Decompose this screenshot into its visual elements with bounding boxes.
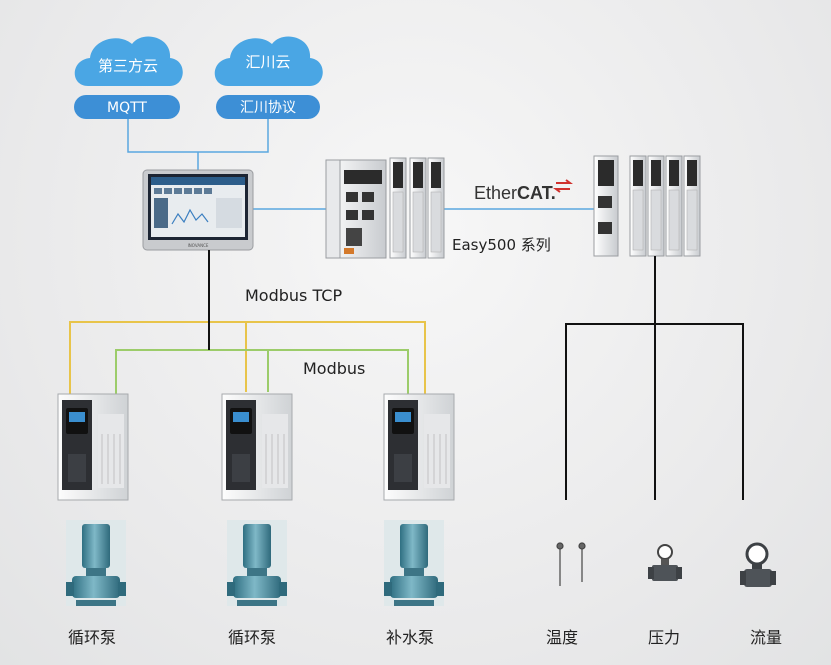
plc-cpu (325, 159, 387, 259)
pump-icon (66, 520, 126, 606)
sensor-label-temperature: 温度 (546, 628, 579, 647)
modbus-label: Modbus (303, 359, 366, 378)
cloud-icon (74, 36, 183, 86)
cloud-icon (214, 36, 323, 86)
pump-icon (384, 520, 444, 606)
cloud-label: 第三方云 (98, 57, 158, 75)
modbus-wiring (115, 349, 409, 394)
pump-icon (227, 520, 287, 606)
modbus-tcp-wiring (69, 321, 426, 398)
protocol-label: MQTT (107, 100, 147, 116)
pressure-transmitter-icon (648, 544, 682, 581)
hmi-touchscreen: INOVANCE (142, 169, 254, 251)
flowmeter-icon (740, 542, 776, 587)
cloud-third-party: 第三方云 MQTT (74, 36, 183, 119)
remote-io-coupler (593, 155, 701, 257)
pump-label: 循环泵 (68, 628, 117, 647)
vfd-drive (221, 393, 293, 501)
sensor-bus (565, 256, 744, 500)
thermometer-icon (556, 542, 586, 586)
svg-text:EtherCAT.: EtherCAT. (474, 183, 556, 203)
vfd-drive (57, 393, 129, 501)
ethercat-suffix: CAT. (517, 183, 556, 203)
modbus-tcp-label: Modbus TCP (245, 286, 343, 305)
cloud-label: 汇川云 (245, 53, 290, 71)
plc-series-label: Easy500 系列 (452, 236, 551, 254)
protocol-pill (216, 95, 320, 119)
sensor-label-pressure: 压力 (648, 628, 681, 647)
pump-label: 补水泵 (386, 628, 435, 647)
plc-io-modules (389, 157, 445, 259)
protocol-pill (74, 95, 180, 119)
ethercat-prefix: Ether (474, 183, 517, 203)
sensor-label-flow: 流量 (750, 628, 783, 647)
pump-label: 循环泵 (228, 628, 277, 647)
protocol-label: 汇川协议 (240, 100, 296, 116)
hmi-brand: INOVANCE (188, 243, 209, 248)
cloud-inovance: 汇川云 汇川协议 (214, 36, 323, 119)
vfd-drive (383, 393, 455, 501)
ethercat-logo: EtherCAT. (474, 179, 573, 203)
cloud-links (127, 117, 269, 172)
